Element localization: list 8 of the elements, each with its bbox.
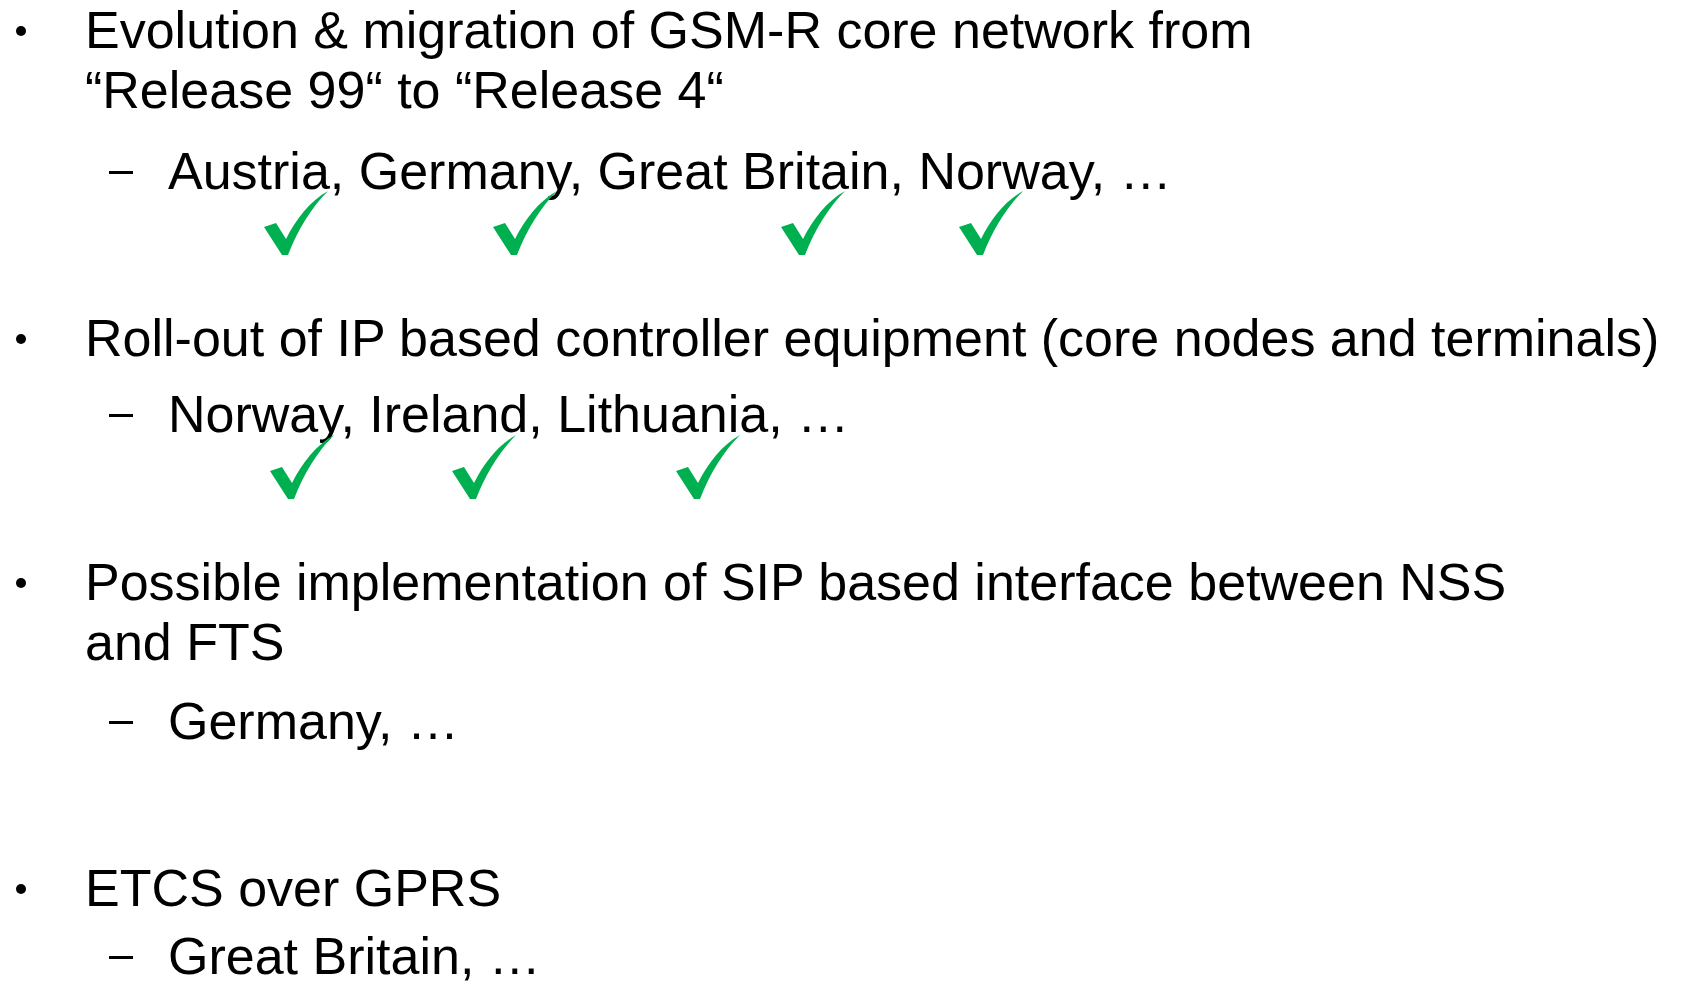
sub-bullet-text: Norway, Ireland, Lithuania, … [168, 384, 851, 444]
sub-bullet-text: Germany, … [168, 691, 460, 751]
bullet-text: Evolution & migration of GSM-R core network from “Release 99“ to “Release 4“ [85, 0, 1254, 120]
sub-bullet-text: Great Britain, … [168, 926, 542, 986]
bullet-text: ETCS over GPRS [85, 858, 503, 918]
sub-bullet-text: Austria, Germany, Great Britain, Norway, … [168, 141, 1173, 201]
bullet-text: Roll-out of IP based controller equipment (core nodes and terminals) [85, 308, 1661, 368]
bullet-text: Possible implementation of SIP based interface between NSS and FTS [85, 552, 1508, 672]
